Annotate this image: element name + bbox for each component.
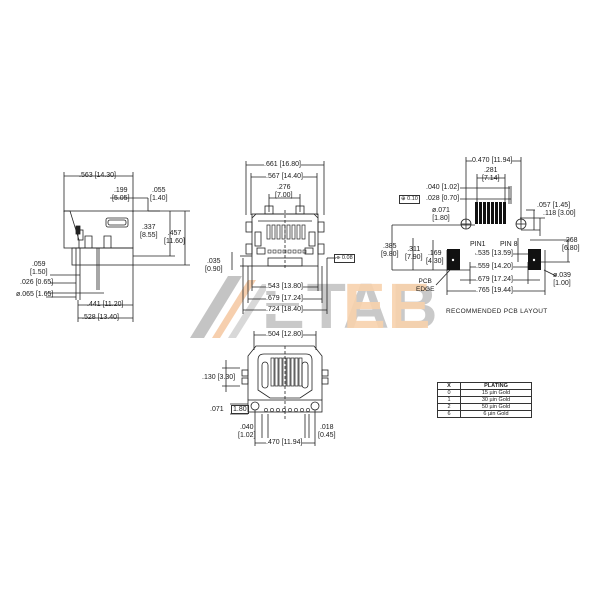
plating-table-header: X PLATING	[437, 382, 532, 390]
dim-pcb-post-outer: .679 [17.24]	[476, 276, 513, 284]
table-row: 2 50 µin Gold	[437, 403, 532, 411]
gdt-position-tag: ⊕ 0.10	[399, 195, 420, 204]
dim-front-overall-width: .724 [18.40]	[266, 306, 303, 314]
dim-bottom-row-offset: .071	[210, 406, 224, 413]
label-pcb-edge: PCB EDGE	[416, 278, 435, 293]
cell-x: 6	[437, 410, 461, 418]
dim-side-top-offset: .199 [5.05]	[112, 187, 130, 202]
dim-pcb-side-offset: .268 [6.80]	[562, 237, 580, 252]
header-plating: PLATING	[460, 382, 532, 390]
dim-pcb-post-overall: .765 [19.44]	[476, 287, 513, 295]
dim-pcb-pin-span: .281 [7.14]	[482, 167, 500, 182]
dim-side-tab: .055 [1.40]	[150, 187, 168, 202]
watermark-text-orange: EE	[343, 270, 433, 342]
cell-plating: 30 µin Gold	[460, 396, 532, 404]
dim-pcb-tab-offset: .118 [3.00]	[543, 210, 576, 217]
dim-side-total-height: .457 [11.60]	[164, 230, 185, 245]
dim-bottom-top-width: .504 [12.80]	[266, 331, 303, 339]
dim-pcb-pitch: .040 [1.02]	[426, 184, 460, 191]
cell-plating: 6 µin Gold	[460, 410, 532, 418]
dim-pcb-hole-dia: ø.071 [1.80]	[432, 207, 450, 222]
dim-pcb-post-center: .559 [14.20]	[476, 263, 513, 271]
dim-front-body-width: .567 [14.40]	[266, 173, 303, 181]
pcb-layout-caption: RECOMMENDED PCB LAYOUT	[446, 308, 548, 315]
gdt-flatness-tag: ⌯ 0.08	[334, 254, 355, 263]
watermark-logo-mark	[190, 276, 270, 338]
cell-plating: 15 µin Gold	[460, 389, 532, 397]
dim-pcb-post-row: .169 [4.30]	[426, 250, 444, 265]
table-row: 1 30 µin Gold	[437, 396, 532, 404]
dim-pcb-depth: .385 [9.80]	[381, 243, 399, 258]
dim-front-latch-span: .276 [7.00]	[275, 184, 293, 199]
header-x: X	[437, 382, 461, 390]
dim-bottom-hole-span: .470 [11.94]	[266, 439, 303, 447]
dim-side-post-dia: ø.065 [1.65]	[16, 291, 54, 298]
dim-pcb-post-inner: .535 [13.59]	[476, 250, 513, 258]
dim-front-outer-width: .661 [16.80]	[264, 161, 301, 169]
dim-bottom-pitch: .040 [1.02]	[238, 424, 256, 439]
table-row: 0 15 µin Gold	[437, 389, 532, 397]
dim-front-standoff: .035 [0.90]	[205, 258, 223, 273]
cell-x: 1	[437, 396, 461, 404]
dim-pcb-tab-edge: .057 [1.45]	[537, 202, 571, 209]
dim-bottom-led-height: .130 [3.30]	[202, 374, 236, 381]
table-row: 6 6 µin Gold	[437, 410, 532, 418]
dim-pcb-pin-row: .311 [7.90]	[405, 246, 423, 261]
plating-table: X PLATING 0 15 µin Gold 1 30 µin Gold 2 …	[437, 382, 532, 418]
dim-side-inner-height: .337 [8.55]	[140, 224, 158, 239]
dim-bottom-pin-dia: .018 [0.45]	[318, 424, 336, 439]
cell-plating: 50 µin Gold	[460, 403, 532, 411]
label-pin1: PIN1	[470, 241, 486, 248]
dim-side-overall-width: .563 [14.30]	[79, 172, 116, 179]
dim-pcb-post-hole: ø.039 [1.00]	[553, 272, 571, 287]
cell-x: 2	[437, 403, 461, 411]
dim-front-pcb-width: .679 [17.24]	[266, 295, 303, 303]
dim-side-pin-width: .026 [0.65]	[20, 279, 54, 286]
dim-pcb-hole-span: 0.470 [11.94]	[472, 157, 513, 165]
dim-pcb-pad-width: .028 [0.70]	[426, 195, 460, 202]
cell-x: 0	[437, 389, 461, 397]
dim-front-inner-width: .543 [13.80]	[266, 283, 303, 291]
dim-bottom-row-offset-mm: 1.80	[231, 405, 249, 414]
dim-side-pin-stub: .059 [1.50]	[30, 261, 48, 276]
dim-side-post-to-front: .528 [13.40]	[82, 314, 119, 321]
label-pin8: PIN 8	[500, 241, 518, 248]
dim-side-pin-to-front: .441 [11.20]	[87, 301, 124, 308]
